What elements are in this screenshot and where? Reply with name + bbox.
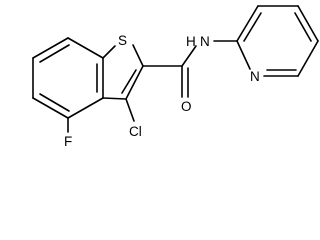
carbonyl-oxygen-label: O (181, 99, 192, 114)
sulfur-label: S (118, 33, 127, 48)
benzene-ring (32, 37, 104, 119)
fluorine-label: F (64, 134, 72, 149)
amide-hydrogen-label: H (186, 34, 196, 49)
molecule-structure: S N H O N Cl F (32, 5, 319, 149)
amide-group (142, 40, 238, 98)
amide-nitrogen-label: N (200, 34, 210, 49)
thiophene-ring (102, 44, 144, 100)
pyridine-ring (236, 5, 319, 77)
structure-drawing: S N H O N Cl F (32, 5, 319, 149)
chlorine-label: Cl (129, 124, 142, 139)
c-cl-bond (125, 98, 135, 122)
pyridine-nitrogen-label: N (250, 69, 260, 84)
